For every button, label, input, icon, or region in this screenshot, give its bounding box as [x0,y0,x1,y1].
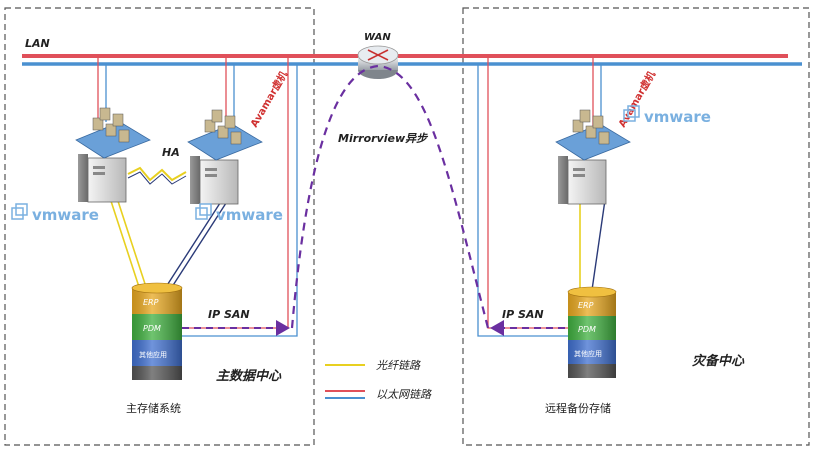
backup-zone-box [462,7,810,446]
wan-router [357,45,399,79]
svg-text:vmware: vmware [216,206,283,224]
primary-storage-label: 主存储系统 [126,401,181,415]
san-link-backup [591,199,606,291]
san-links-left [163,199,229,291]
svg-text:vmware: vmware [32,206,99,224]
primary-layer-pdm: PDM [143,324,161,333]
primary-storage: ERP PDM 其他应用 [131,282,183,380]
primary-zone-box [4,7,315,446]
backup-layer-other: 其他应用 [574,349,602,358]
backup-ip-san-label: IP SAN [502,308,544,321]
fiber-links-left [109,197,148,291]
lan-label: LAN [25,37,50,50]
right-network-drops [477,56,602,337]
primary-zone-label: 主数据中心 [216,368,282,384]
left-network-drops [97,56,298,337]
legend-ethernet-label: 以太网链路 [376,388,432,401]
backup-layer-pdm: PDM [578,325,596,334]
router-arrows-icon [367,49,389,61]
primary-server-left [75,107,151,203]
primary-server-right [187,109,263,205]
vmware-logo-left: vmware [11,203,99,224]
wan-label: WAN [364,32,391,43]
ha-link [127,166,187,182]
mirrorview-label: Mirrorview异步 [338,132,429,145]
legend: 光纤链路 以太网链路 [325,359,432,401]
mirrorview-link [290,64,490,329]
primary-layer-other: 其他应用 [139,350,167,359]
primary-vm-label: Avamar虚机 [247,69,290,130]
ha-link-shadow [127,171,187,185]
vmware-logo-backup: vmware [623,105,711,126]
vmware-logo-mid: vmware [195,203,283,224]
backup-layer-erp: ERP [578,301,594,310]
legend-fiber-label: 光纤链路 [376,359,421,372]
primary-layer-erp: ERP [143,298,159,307]
ha-label: HA [162,146,180,159]
backup-zone-label: 灾备中心 [692,353,745,369]
backup-server [555,109,631,205]
backup-storage-label: 远程备份存储 [545,401,611,415]
backup-storage: ERP PDM 其他应用 [567,286,617,378]
svg-text:vmware: vmware [644,108,711,126]
primary-ip-san-label: IP SAN [208,308,250,321]
